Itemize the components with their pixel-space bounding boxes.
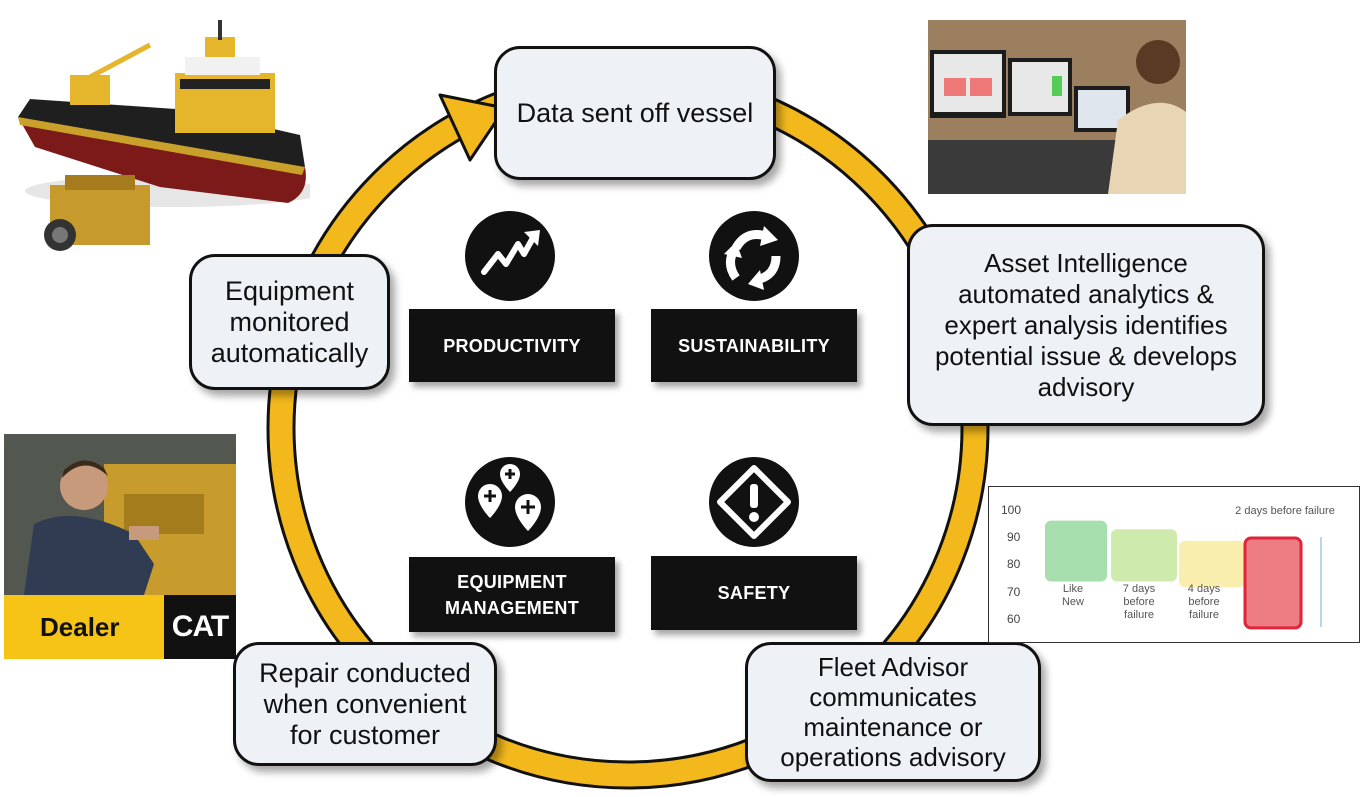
cycle-arrowhead (438, 93, 507, 162)
recycle-arrows-icon (709, 211, 799, 301)
dealer-banner: Dealer CAT (4, 595, 236, 659)
dealer-label: Dealer (40, 612, 120, 642)
warning-diamond-icon (709, 457, 799, 547)
step-asset-intelligence: Asset Intelligence automated analytics &… (907, 224, 1265, 426)
ship-image (10, 15, 310, 275)
location-pins-icon (465, 457, 555, 547)
y-tick-90: 90 (1007, 530, 1021, 544)
y-tick-60: 60 (1007, 612, 1021, 626)
badge-productivity: PRODUCTIVITY (409, 309, 615, 382)
annotation-2-days: 2 days before failure (1235, 505, 1335, 517)
control-room-image (928, 20, 1186, 194)
health-bar-2 (1179, 540, 1245, 588)
step-repair: Repair conducted when convenient for cus… (233, 642, 497, 766)
badge-equipment-management: EQUIPMENT MANAGEMENT (409, 557, 615, 632)
step-equipment-monitored: Equipment monitored automatically (189, 254, 390, 390)
step-fleet-advisor: Fleet Advisor communicates maintenance o… (745, 642, 1041, 782)
y-tick-100: 100 (1001, 503, 1022, 517)
bar-label-4-days: 4 days before failure (1187, 583, 1221, 621)
health-bar-1 (1111, 529, 1177, 582)
technician-image (4, 434, 236, 595)
y-tick-80: 80 (1007, 557, 1021, 571)
health-chart: 100 90 80 70 60 2 days before failure Li… (988, 486, 1360, 643)
badge-safety: SAFETY (651, 556, 857, 630)
health-bar-0 (1045, 520, 1107, 582)
health-bar-3 (1243, 536, 1303, 630)
health-chart-plot (1045, 520, 1322, 630)
y-tick-70: 70 (1007, 585, 1021, 599)
trend-up-arrow-icon (465, 211, 555, 301)
bar-label-7-days: 7 days before failure (1122, 583, 1156, 621)
badge-sustainability: SUSTAINABILITY (651, 309, 857, 382)
bar-label-like-new: Like New (1061, 583, 1084, 608)
cat-logo: CAT (164, 595, 236, 659)
step-data-sent: Data sent off vessel (494, 46, 776, 180)
